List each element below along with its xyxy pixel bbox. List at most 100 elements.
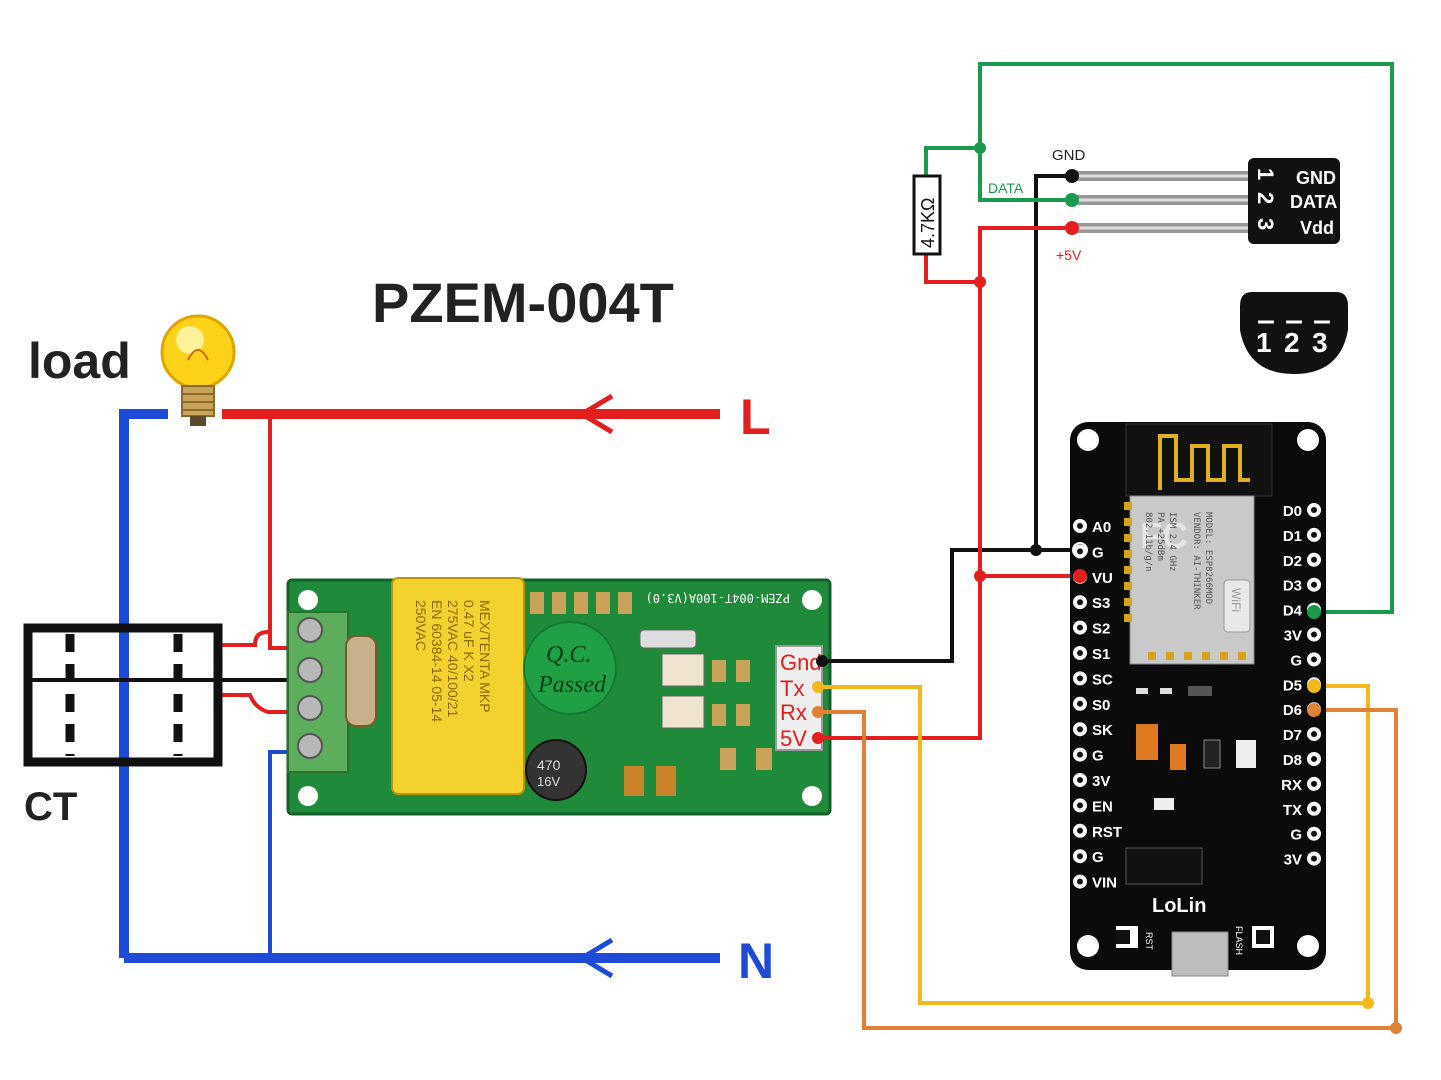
wifi-logo: WiFi [1229, 588, 1243, 612]
ecap-text-1: 470 [537, 757, 561, 773]
left-pin-label: S0 [1092, 697, 1110, 714]
right-pin-hole [1311, 731, 1317, 738]
ecap-text-2: 16V [537, 774, 560, 789]
left-pin-label: A0 [1092, 519, 1111, 536]
left-pin-label: S1 [1092, 646, 1110, 663]
live-to-ct [218, 630, 300, 650]
ct-label: CT [24, 785, 77, 829]
right-pin-label: D5 [1283, 677, 1302, 694]
right-pin-hole [1311, 581, 1317, 588]
bulb-icon [160, 314, 236, 426]
right-pin-label: D0 [1283, 503, 1302, 520]
left-pin-hole [1077, 650, 1083, 656]
d4-wire [978, 62, 1394, 614]
gnd-sensor-wire [1034, 174, 1072, 550]
module-text-5: 802.11b/g/n [1143, 512, 1153, 572]
pzem-pin-gnd: Gnd [780, 650, 822, 675]
right-pin-label: TX [1283, 802, 1302, 819]
live-arrow [577, 393, 614, 435]
board-model-text: PZEM-004T-100A(V3.0) [646, 591, 791, 605]
right-pin-hole [1311, 631, 1317, 638]
pzem-board: MEX/TENTA MKP 0.47 uF K X2 275VAC 40/100… [286, 577, 832, 816]
module-text-2: VENDOR: AI-THINKER [1191, 512, 1201, 610]
module-text-4: PA +25dBm [1155, 512, 1165, 561]
left-pin-label: G [1092, 748, 1104, 765]
right-pin-label: D8 [1283, 752, 1302, 769]
left-pin-label: SK [1092, 722, 1113, 739]
right-pin-label: RX [1281, 777, 1302, 794]
neutral-arrow [577, 937, 614, 979]
output-header [775, 645, 823, 751]
right-pin-label: D1 [1283, 528, 1302, 545]
live-label: L [740, 389, 771, 445]
rx-wire [818, 708, 1398, 1030]
sensor-bottom-view: 1 2 3 [1240, 292, 1348, 374]
right-pin-hole [1311, 780, 1317, 787]
5v-sensor-wire [978, 226, 1072, 576]
right-pin-label: G [1290, 652, 1302, 669]
right-pin-label: 3V [1284, 852, 1302, 869]
bottom-num-1: 1 [1256, 327, 1272, 358]
nodemcu-board: FC MODEL: ESP8266MOD VENDOR: AI-THINKER … [1070, 422, 1326, 977]
left-pin-hole [1077, 751, 1083, 758]
rst-button-label: RST [1144, 932, 1154, 951]
neutral-label: N [738, 933, 774, 989]
left-pin-label: S2 [1092, 621, 1110, 638]
data-label: DATA [988, 180, 1024, 196]
left-pin-label: SC [1092, 671, 1113, 688]
left-pin-hole [1077, 853, 1083, 860]
board-brand: LoLin [1152, 895, 1206, 917]
current-transformer [23, 623, 223, 767]
cap-text-2: 0.47 uF K X2 [461, 600, 477, 682]
qc-line1: Q.C. [546, 642, 591, 668]
left-pin-label: VIN [1092, 875, 1117, 892]
qc-line2: Passed [537, 672, 607, 698]
right-pin-hole [1311, 556, 1317, 563]
left-pin-label: EN [1092, 798, 1113, 815]
mains-wiring: L N [119, 389, 774, 989]
left-pin-hole [1077, 599, 1083, 606]
cap-text-3: 275VAC 40/100/21 [445, 600, 461, 717]
sensor-pin1: 1 [1253, 168, 1278, 180]
plus5v-label: +5V [1056, 247, 1082, 263]
temperature-sensor: 1 2 3 GND DATA Vdd [1065, 158, 1340, 244]
5v-resistor-wire [924, 254, 980, 284]
module-text-1: MODEL: ESP8266MOD [1203, 512, 1213, 604]
right-pin-hole [1311, 531, 1317, 538]
qc-sticker [523, 621, 617, 715]
right-pin-hole [1311, 855, 1317, 862]
left-pin-hole [1077, 827, 1083, 834]
resistor-label: 4.7KΩ [918, 198, 938, 248]
right-pin-hole [1311, 656, 1317, 663]
electrolytic-cap [525, 739, 587, 801]
film-capacitor [391, 577, 525, 795]
right-pin-hole [1311, 756, 1317, 762]
sensor-name-data: DATA [1290, 192, 1337, 212]
cap-text-5: 250VAC [413, 600, 429, 651]
flash-button-label: FLASH [1234, 926, 1244, 955]
left-pin-hole [1077, 878, 1083, 885]
right-pin-hole [1311, 507, 1317, 513]
cap-text-4: EN 60384-14 05-14 [429, 600, 445, 722]
cap-text-1: MEX/TENTA MKP [477, 600, 493, 713]
diagram-title: PZEM-004T [372, 271, 674, 334]
sensor-name-gnd: GND [1296, 168, 1336, 188]
bottom-num-2: 2 [1284, 327, 1300, 358]
right-pin-hole [1311, 805, 1317, 812]
right-pin-label: D6 [1283, 702, 1302, 719]
gnd-wire [822, 548, 1080, 663]
5v-wire [818, 574, 1080, 740]
left-pin-label: G [1092, 849, 1104, 866]
left-pin-label: 3V [1092, 773, 1110, 790]
ct-to-terminal [218, 693, 300, 714]
pzem-pin-5v: 5V [780, 726, 807, 751]
tx-wire [818, 684, 1370, 1005]
left-pin-hole [1077, 624, 1083, 631]
sensor-pin2: 2 [1253, 192, 1278, 204]
fcc-logo: FC [1140, 515, 1188, 556]
load-return [119, 409, 168, 958]
sensor-pin3: 3 [1253, 218, 1278, 230]
board-resistor [345, 635, 377, 727]
